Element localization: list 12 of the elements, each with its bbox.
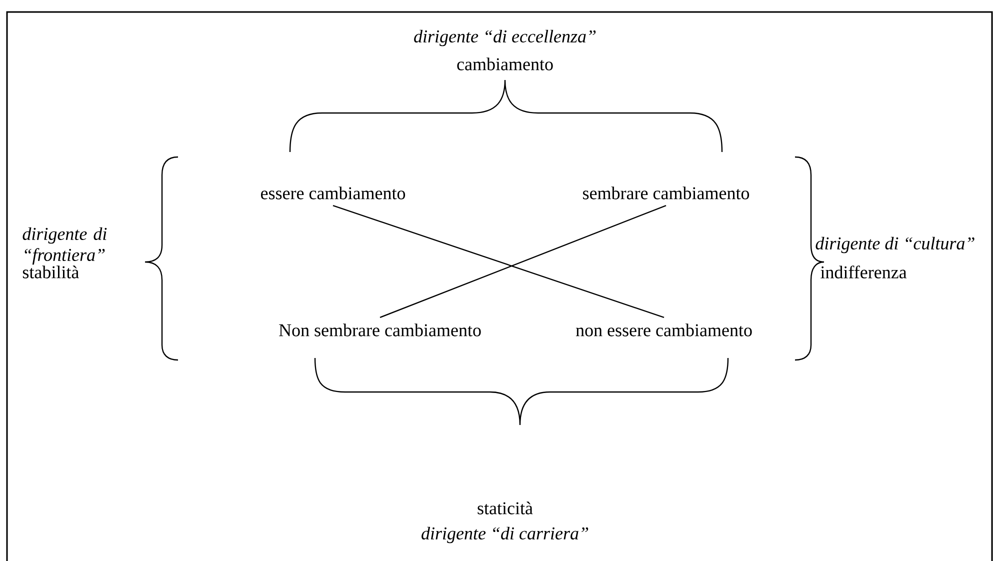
concept-label: stabilità: [22, 266, 79, 278]
corner-term: essere cambiamento: [261, 186, 406, 200]
corner-term: sembrare cambiamento: [583, 186, 750, 200]
concept-label: dirigente di “frontiera”: [22, 227, 107, 265]
concept-label: dirigente “di carriera”: [422, 526, 588, 544]
concept-label: indifferenza: [820, 266, 907, 278]
concept-label: dirigente di “cultura”: [816, 236, 974, 254]
concept-label: dirigente “di eccellenza”: [414, 30, 596, 46]
corner-term: Non sembrare cambiamento: [279, 324, 481, 336]
concept-label: staticità: [478, 502, 533, 514]
concept-label: cambiamento: [457, 58, 553, 70]
corner-term: non essere cambiamento: [576, 324, 752, 336]
